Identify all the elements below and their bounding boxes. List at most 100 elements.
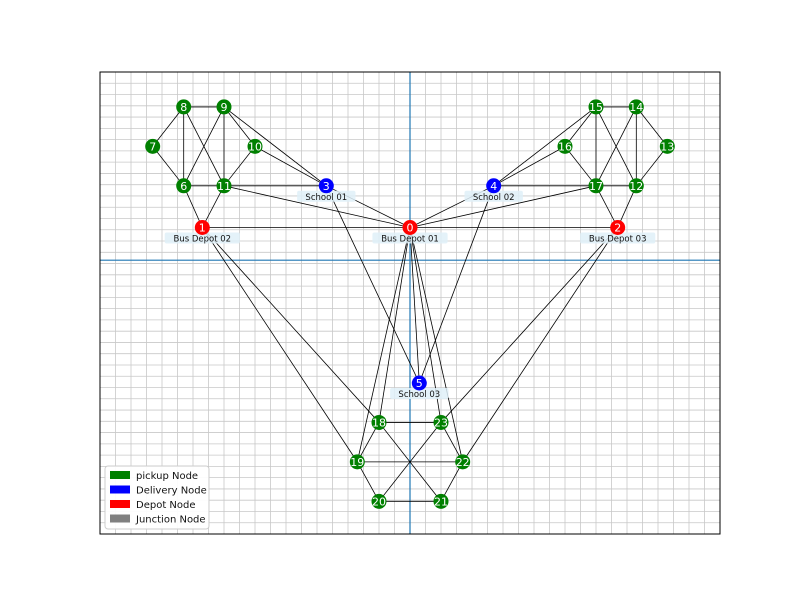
edge-3-9 <box>223 106 327 187</box>
node-17[interactable]: 17 <box>588 178 604 194</box>
node-0[interactable]: 0 <box>402 220 418 236</box>
node-marker[interactable] <box>194 220 210 236</box>
node-marker[interactable] <box>247 138 263 154</box>
node-5[interactable]: 5 <box>411 375 427 391</box>
node-marker[interactable] <box>411 375 427 391</box>
node-tag-0: Bus Depot 01 <box>372 232 448 245</box>
edge-13-14 <box>635 106 668 147</box>
node-id-label: 20 <box>372 495 386 508</box>
node-id-label: 15 <box>589 101 603 114</box>
node-id-label: 12 <box>629 180 643 193</box>
node-id-label: 1 <box>199 222 206 235</box>
node-9[interactable]: 9 <box>216 99 232 115</box>
node-marker[interactable] <box>610 220 626 236</box>
node-4[interactable]: 4 <box>486 178 502 194</box>
node-id-label: 21 <box>434 495 448 508</box>
edge-1-19 <box>201 227 358 463</box>
node-name-label: Bus Depot 01 <box>381 235 439 245</box>
edge-14-17 <box>595 106 637 186</box>
node-tag-1: Bus Depot 02 <box>164 232 240 245</box>
legend-swatch <box>110 471 130 479</box>
node-marker[interactable] <box>145 138 161 154</box>
node-6[interactable]: 6 <box>176 178 192 194</box>
legend-entry-delivery: Delivery Node <box>110 485 207 497</box>
node-marker[interactable] <box>588 99 604 115</box>
legend-label: pickup Node <box>136 471 198 482</box>
node-id-label: 3 <box>323 180 330 193</box>
node-22[interactable]: 22 <box>455 454 471 470</box>
node-marker[interactable] <box>176 99 192 115</box>
node-20[interactable]: 20 <box>371 493 387 509</box>
node-id-label: 9 <box>221 101 228 114</box>
node-7[interactable]: 7 <box>145 138 161 154</box>
node-marker[interactable] <box>318 178 334 194</box>
node-marker[interactable] <box>176 178 192 194</box>
node-id-label: 11 <box>217 180 231 193</box>
node-tag-background <box>164 232 240 244</box>
node-23[interactable]: 23 <box>433 414 449 430</box>
node-marker[interactable] <box>557 138 573 154</box>
legend-entry-junction: Junction Node <box>110 514 206 526</box>
node-1[interactable]: 1 <box>194 220 210 236</box>
node-tag-background <box>390 388 449 400</box>
node-id-label: 16 <box>558 140 572 153</box>
node-id-label: 14 <box>629 101 643 114</box>
node-marker[interactable] <box>216 178 232 194</box>
edge-1-11 <box>201 185 225 228</box>
edge-0-22 <box>409 227 464 462</box>
node-id-label: 23 <box>434 416 448 429</box>
node-marker[interactable] <box>433 493 449 509</box>
edge-9-10 <box>223 106 256 147</box>
legend-swatch <box>110 485 130 494</box>
edge-3-10 <box>254 146 327 187</box>
node-marker[interactable] <box>371 414 387 430</box>
edge-2-23 <box>440 227 618 423</box>
node-marker[interactable] <box>486 178 502 194</box>
node-15[interactable]: 15 <box>588 99 604 115</box>
node-tag-4: School 02 <box>464 190 523 203</box>
node-marker[interactable] <box>402 220 418 236</box>
node-13[interactable]: 13 <box>659 138 675 154</box>
node-14[interactable]: 14 <box>628 99 644 115</box>
edge-0-19 <box>356 227 411 462</box>
node-marker[interactable] <box>628 178 644 194</box>
node-3[interactable]: 3 <box>318 178 334 194</box>
edge-19-20 <box>356 461 380 502</box>
node-2[interactable]: 2 <box>610 220 626 236</box>
node-id-label: 13 <box>660 140 674 153</box>
edges <box>152 106 668 502</box>
node-19[interactable]: 19 <box>349 454 365 470</box>
node-21[interactable]: 21 <box>433 493 449 509</box>
edge-4-16 <box>493 146 566 187</box>
node-id-label: 10 <box>248 140 262 153</box>
node-marker[interactable] <box>216 99 232 115</box>
node-tag-5: School 03 <box>390 388 449 400</box>
edge-0-5 <box>409 227 420 384</box>
node-marker[interactable] <box>588 178 604 194</box>
node-marker[interactable] <box>455 454 471 470</box>
node-12[interactable]: 12 <box>628 178 644 194</box>
node-tag-2: Bus Depot 03 <box>580 232 656 245</box>
node-id-label: 17 <box>589 180 603 193</box>
node-tag-background <box>297 190 356 202</box>
node-16[interactable]: 16 <box>557 138 573 154</box>
node-tag-background <box>464 190 523 202</box>
node-id-label: 5 <box>416 377 423 390</box>
node-11[interactable]: 11 <box>216 178 232 194</box>
node-name-label: School 02 <box>473 193 515 203</box>
node-marker[interactable] <box>628 99 644 115</box>
node-marker[interactable] <box>659 138 675 154</box>
node-18[interactable]: 18 <box>371 414 387 430</box>
node-10[interactable]: 10 <box>247 138 263 154</box>
node-name-label: School 01 <box>305 193 347 203</box>
node-marker[interactable] <box>371 493 387 509</box>
node-marker[interactable] <box>433 414 449 430</box>
legend-entry-depot: Depot Node <box>110 500 196 511</box>
edge-12-13 <box>635 146 668 187</box>
node-8[interactable]: 8 <box>176 99 192 115</box>
node-name-tags: Bus Depot 01 Bus Depot 02 Bus Depot 03 Scho… <box>164 190 656 400</box>
node-marker[interactable] <box>349 454 365 470</box>
